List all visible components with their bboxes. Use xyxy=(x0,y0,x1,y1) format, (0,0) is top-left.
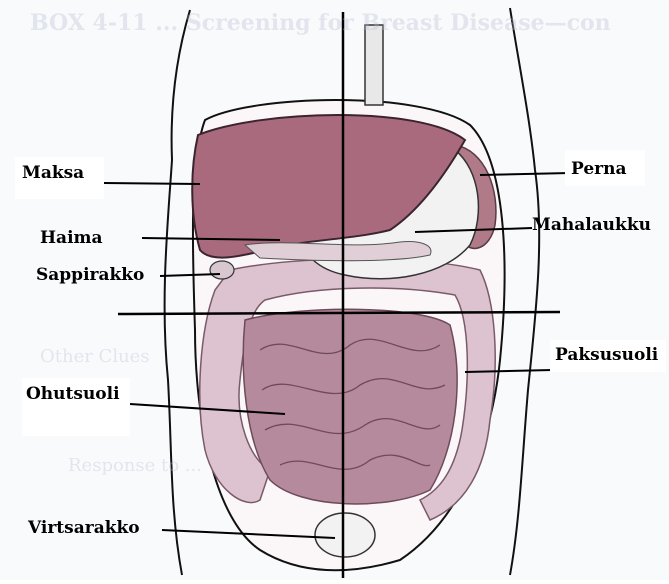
label-ohutsuoli: Ohutsuoli xyxy=(26,384,120,404)
label-sappirakko: Sappirakko xyxy=(36,265,144,285)
pancreas xyxy=(245,242,431,261)
label-haima: Haima xyxy=(40,228,103,248)
label-mahalaukku: Mahalaukku xyxy=(532,215,651,235)
label-maksa: Maksa xyxy=(22,163,84,183)
background-line-1: Other Clues xyxy=(40,346,150,367)
esophagus xyxy=(365,25,383,105)
label-paksusuoli: Paksusuoli xyxy=(555,345,658,365)
label-virtsarakko: Virtsarakko xyxy=(28,518,140,538)
small-intestine xyxy=(243,309,457,504)
label-perna: Perna xyxy=(571,159,626,179)
leader-line-maksa xyxy=(104,183,200,184)
bladder xyxy=(315,513,375,557)
gallbladder xyxy=(210,261,234,279)
background-line-2: Response to ... xyxy=(68,455,202,476)
background-heading: BOX 4-11 ... Screening for Breast Diseas… xyxy=(30,10,611,36)
